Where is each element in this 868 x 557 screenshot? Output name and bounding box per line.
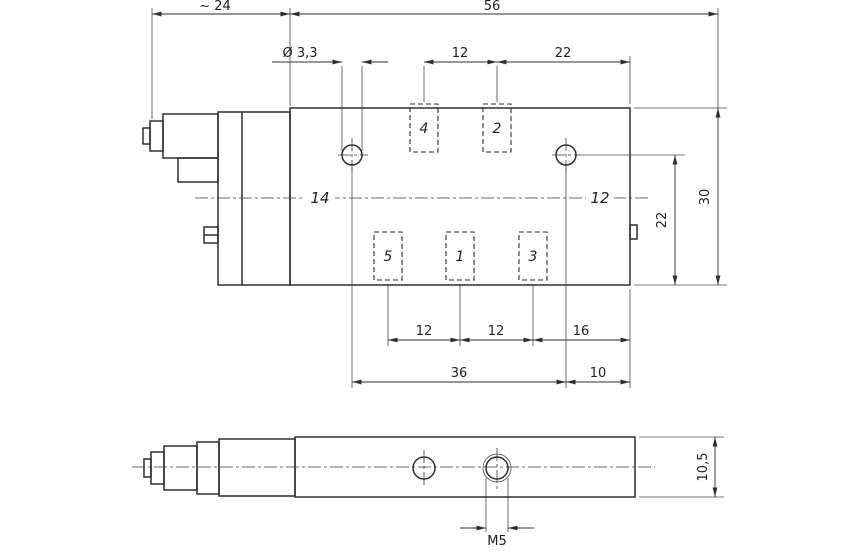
dim-label-m5: M5 — [487, 534, 507, 549]
dim-label-12-top: 12 — [452, 46, 469, 61]
labels: ~ 24 56 Ø 3,3 12 22 22 30 14 12 4 2 5 1 … — [199, 0, 713, 549]
right-tab — [629, 224, 638, 240]
dim-label-approx-24: ~ 24 — [199, 0, 231, 14]
solenoid-side — [218, 438, 296, 497]
pilot-label-12: 12 — [590, 189, 609, 207]
port-1-outline — [445, 231, 475, 281]
solenoid-housing — [217, 111, 291, 286]
port-2-outline — [482, 103, 512, 153]
dim-label-12-b1: 12 — [416, 324, 433, 339]
connector-housing — [162, 113, 219, 159]
top-view-body — [142, 107, 638, 286]
mounting-hole-right — [555, 144, 577, 166]
dim-label-16: 16 — [573, 324, 590, 339]
port-5-outline — [373, 231, 403, 281]
dim-label-10-5: 10,5 — [696, 453, 711, 482]
dim-label-22-top: 22 — [555, 46, 572, 61]
side-hole-left — [412, 456, 436, 480]
dim-label-10: 10 — [590, 366, 607, 381]
port-label-1: 1 — [456, 249, 465, 265]
connector-plug — [149, 120, 164, 152]
port-label-3: 3 — [529, 249, 538, 265]
dim-label-12-b2: 12 — [488, 324, 505, 339]
side-view-body — [143, 436, 636, 498]
pilot-label-14: 14 — [310, 189, 329, 207]
side-hole-m5 — [485, 456, 509, 480]
centerlines — [132, 138, 655, 490]
dim-label-30: 30 — [698, 189, 713, 206]
dim-label-22-right: 22 — [655, 212, 670, 229]
port-3-outline — [518, 231, 548, 281]
dim-label-56: 56 — [484, 0, 501, 14]
port-outlines — [373, 103, 548, 281]
mounting-hole-left — [341, 144, 363, 166]
dim-label-36: 36 — [451, 366, 468, 381]
port-label-2: 2 — [493, 121, 502, 137]
port-4-outline — [409, 103, 439, 153]
port-label-4: 4 — [420, 121, 429, 137]
connector-side — [163, 445, 198, 491]
dim-label-hole-dia: Ø 3,3 — [282, 46, 317, 61]
m5-thread-circle — [482, 453, 512, 483]
extension-lines — [151, 8, 727, 532]
port-label-5: 5 — [384, 249, 393, 265]
dimension-lines — [152, 11, 721, 531]
